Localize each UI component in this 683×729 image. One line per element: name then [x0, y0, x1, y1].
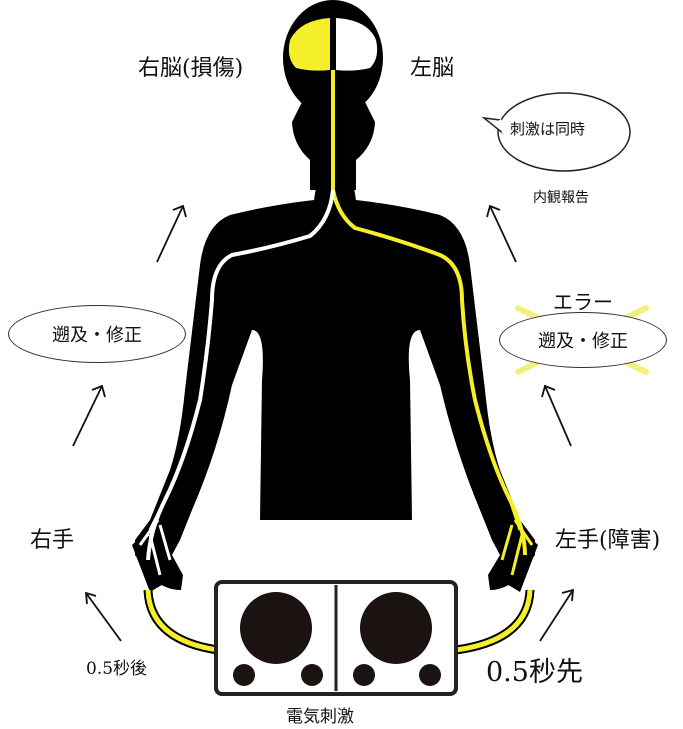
- thought-bubble-text: 刺激は同時: [510, 118, 585, 139]
- stimulator-device: [216, 582, 456, 694]
- label-right-correction: 遡及・修正: [52, 321, 142, 347]
- arrow-left-upper-icon: [487, 206, 516, 262]
- label-left-early: 0.5秒先: [486, 650, 583, 689]
- label-right-delay: 0.5秒後: [86, 654, 147, 679]
- label-introspection: 内観報告: [533, 187, 589, 207]
- wire-left-core: [456, 590, 530, 650]
- label-error: エラー: [553, 286, 613, 315]
- label-right-hand: 右手: [30, 522, 74, 554]
- right-correction-ellipse: 遡及・修正: [8, 305, 186, 363]
- arrow-left-mid-icon: [542, 386, 571, 446]
- label-right-brain: 右脳(損傷): [138, 50, 243, 82]
- label-left-correction: 遡及・修正: [538, 327, 628, 353]
- arrow-left-lower-icon: [540, 590, 573, 641]
- arrow-right-mid-icon: [73, 386, 105, 446]
- wire-right-core: [148, 590, 218, 650]
- label-left-hand: 左手(障害): [555, 522, 660, 554]
- label-left-brain: 左脳: [410, 50, 454, 82]
- label-stimulus: 電気刺激: [286, 702, 354, 727]
- arrow-right-upper-icon: [157, 206, 186, 262]
- thought-bubble-label: 刺激は同時: [510, 120, 585, 138]
- arrow-right-lower-icon: [86, 593, 121, 641]
- left-correction-ellipse: 遡及・修正: [499, 312, 667, 368]
